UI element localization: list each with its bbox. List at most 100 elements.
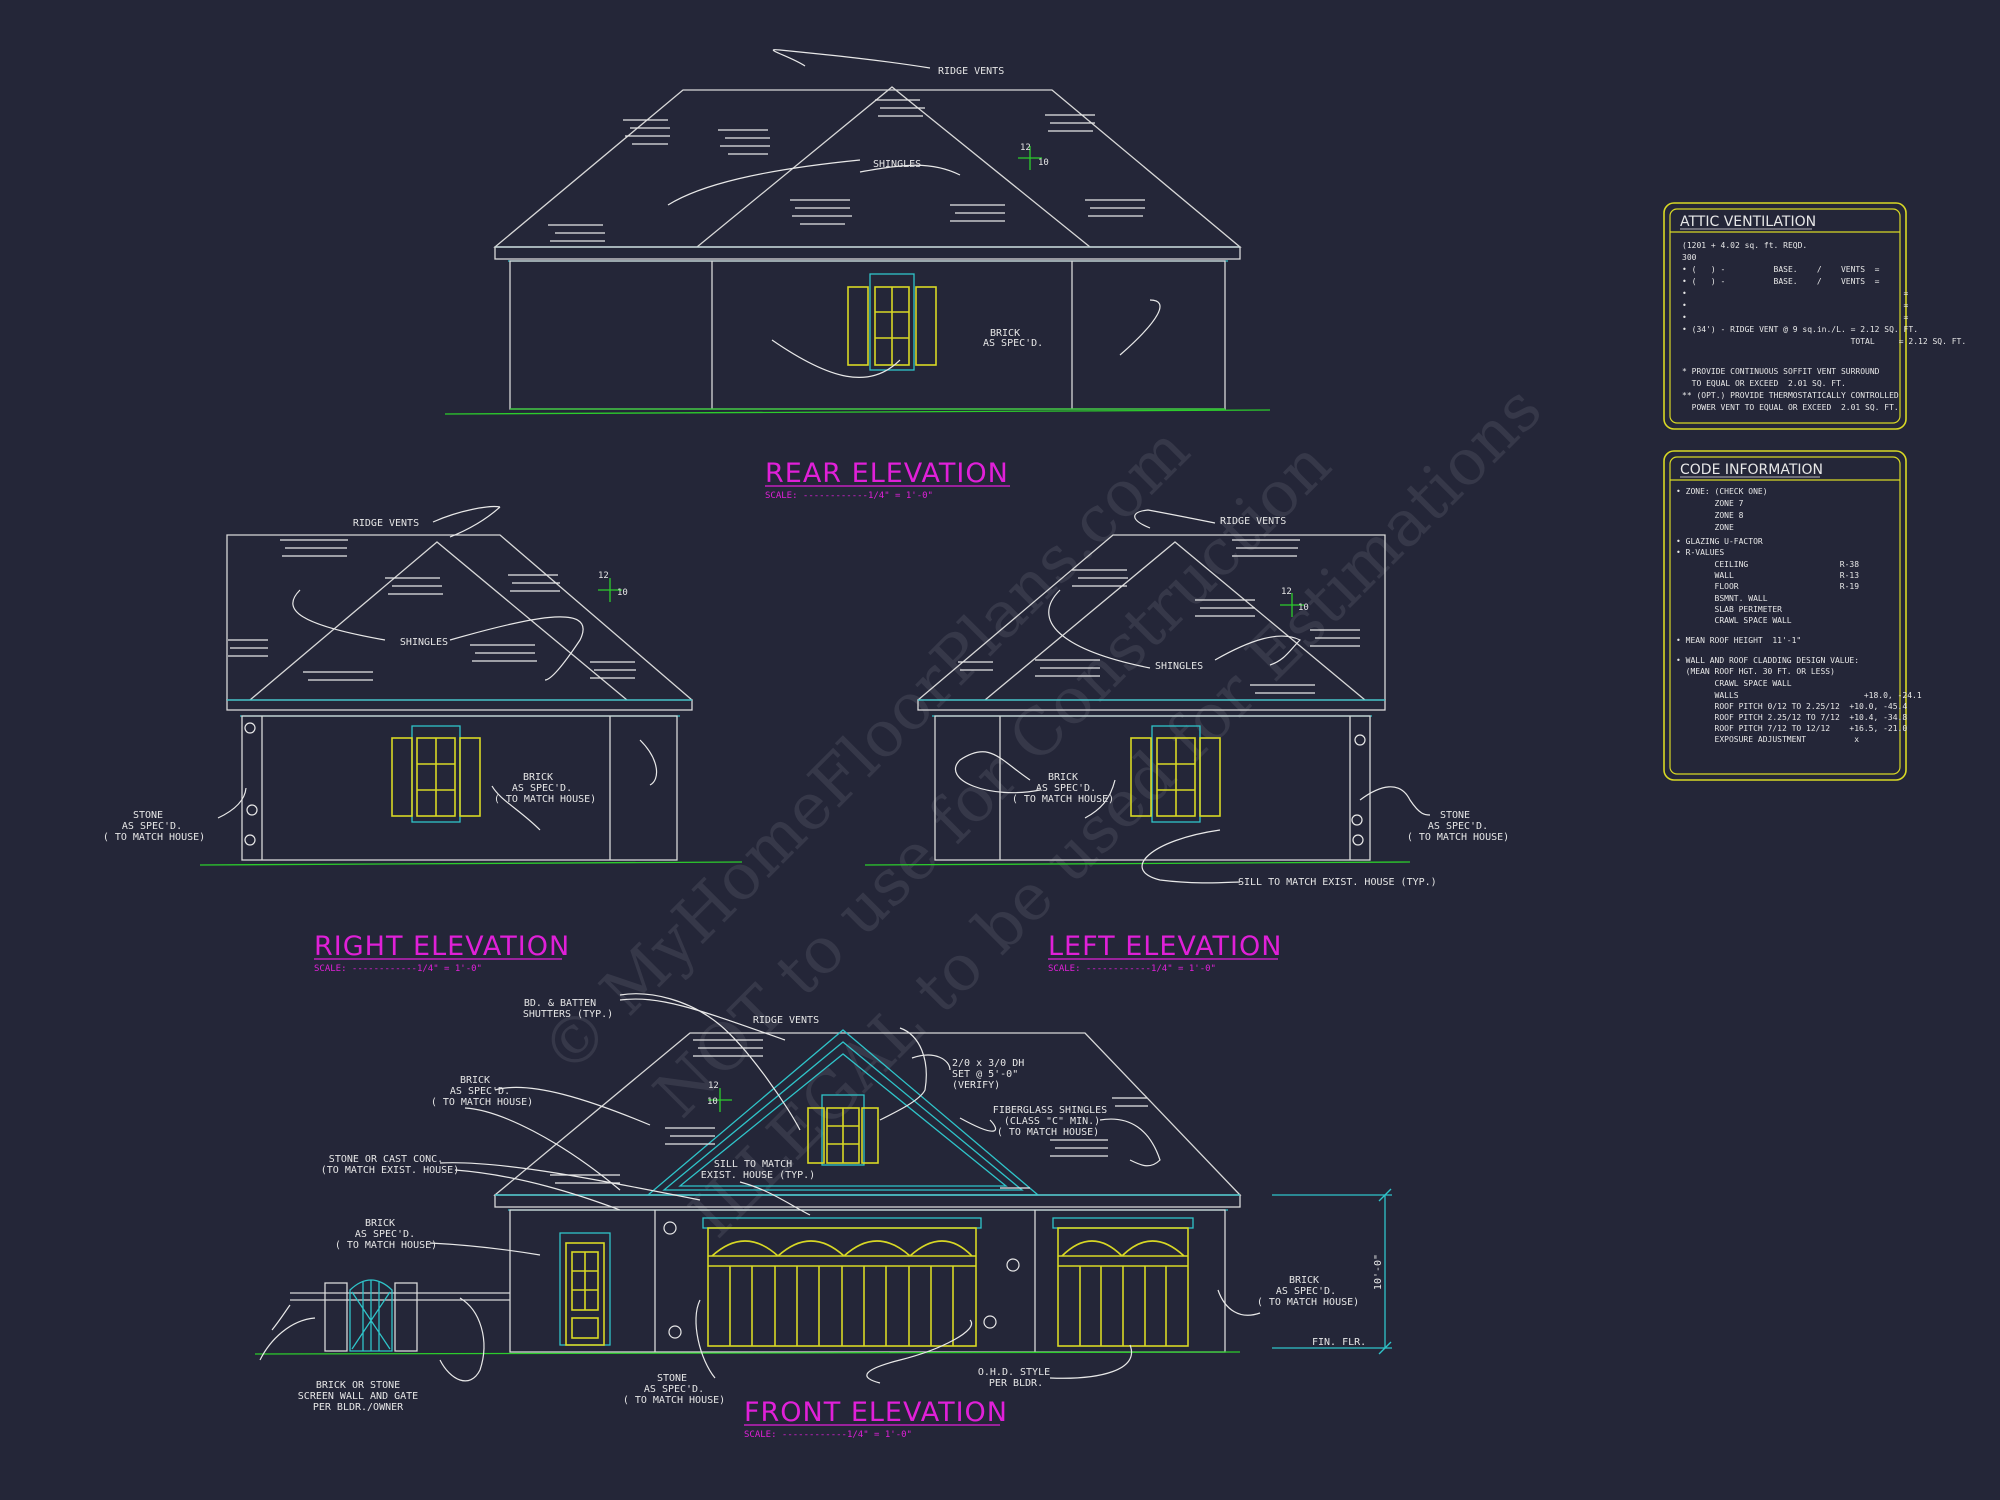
attic-line-10: * PROVIDE CONTINUOUS SOFFIT VENT SURROUN… xyxy=(1682,367,1880,376)
front-ridge-vents-label: RIDGE VENTS xyxy=(753,1015,819,1026)
front-stone-match: ( TO MATCH HOUSE) xyxy=(623,1395,725,1406)
front-wall xyxy=(509,1209,1226,1353)
front-stone-spec: AS SPEC'D. xyxy=(644,1384,704,1395)
attic-line-3: • ( ) - BASE. / VENTS = xyxy=(1682,277,1880,286)
gable-shutter-left xyxy=(807,1107,825,1164)
rear-ridge-vents-label: RIDGE VENTS xyxy=(938,66,1004,77)
front-fiberglass-label: FIBERGLASS SHINGLES xyxy=(993,1105,1107,1116)
left-sill-label: SILL TO MATCH EXIST. HOUSE (TYP.) xyxy=(1238,877,1437,888)
left-stone-spec: AS SPEC'D. xyxy=(1428,821,1488,832)
front-pitch-rise: 12 xyxy=(708,1081,719,1091)
front-door xyxy=(565,1242,605,1346)
attic-line-8: TOTAL = 2.12 SQ. FT. xyxy=(1682,337,1966,346)
front-stone-cast-label: STONE OR CAST CONC. xyxy=(329,1154,443,1165)
attic-line-4: • = xyxy=(1682,289,1909,298)
right-pitch-run: 10 xyxy=(617,588,628,598)
front-brick-a-match: ( TO MATCH HOUSE) xyxy=(431,1097,533,1108)
code-line-15: • WALL AND ROOF CLADDING DESIGN VALUE: xyxy=(1676,656,1859,665)
attic-line-12: ** (OPT.) PROVIDE THERMOSTATICALLY CONTR… xyxy=(1682,391,1899,400)
left-shutter-left xyxy=(1130,737,1152,817)
front-brick-b-label: BRICK xyxy=(365,1218,395,1229)
code-line-22: EXPOSURE ADJUSTMENT x xyxy=(1676,735,1859,744)
code-line-3: ZONE xyxy=(1676,523,1734,532)
rear-brick-spec-label: AS SPEC'D. xyxy=(983,338,1043,349)
code-line-13: • MEAN ROOF HEIGHT 11'-1" xyxy=(1676,636,1801,645)
front-fiberglass-class: (CLASS "C" MIN.) xyxy=(1004,1116,1100,1127)
code-information-box: CODE INFORMATION • ZONE: (CHECK ONE) ZON… xyxy=(1663,450,1922,781)
left-grade-line xyxy=(864,861,1411,866)
right-gable xyxy=(249,541,628,701)
front-elevation: RIDGE VENTS BD. & BATTEN SHUTTERS (TYP.)… xyxy=(254,993,1392,1440)
code-line-17: CRAWL SPACE WALL xyxy=(1676,679,1792,688)
attic-ventilation-title: ATTIC VENTILATION xyxy=(1680,214,1816,230)
left-elevation-scale: SCALE: ------------1/4" = 1'-0" xyxy=(1048,964,1216,974)
right-elevation: RIDGE VENTS SHINGLES BRICK AS SPEC'D. ( … xyxy=(103,505,743,974)
front-stone-label: STONE xyxy=(657,1373,687,1384)
code-information-title: CODE INFORMATION xyxy=(1680,462,1823,478)
rear-pitch-rise: 12 xyxy=(1020,143,1031,153)
right-wall xyxy=(241,715,678,861)
left-brick-spec: AS SPEC'D. xyxy=(1036,783,1096,794)
left-pitch-rise: 12 xyxy=(1281,587,1292,597)
right-shutter-right xyxy=(459,737,481,817)
code-line-20: ROOF PITCH 2.25/12 TO 7/12 +10.4, -34.8 xyxy=(1676,713,1907,722)
right-brick-spec: AS SPEC'D. xyxy=(512,783,572,794)
code-line-18: WALLS +18.0, -24.1 xyxy=(1676,691,1922,700)
front-pitch-run: 10 xyxy=(707,1097,718,1107)
rear-brick-label: BRICK xyxy=(990,328,1020,339)
left-elevation-title: LEFT ELEVATION xyxy=(1048,931,1282,962)
attic-line-11: TO EQUAL OR EXCEED 2.01 SQ. FT. xyxy=(1682,379,1846,388)
left-stone-match: ( TO MATCH HOUSE) xyxy=(1407,832,1509,843)
front-window-verify: (VERIFY) xyxy=(952,1080,1000,1091)
code-line-0: • ZONE: (CHECK ONE) xyxy=(1676,487,1768,496)
front-screen-label: BRICK OR STONE xyxy=(316,1380,400,1391)
left-brick-match: ( TO MATCH HOUSE) xyxy=(1012,794,1114,805)
rear-hip-roof xyxy=(493,89,1242,248)
right-grade-line xyxy=(199,861,743,866)
code-line-5: • R-VALUES xyxy=(1676,548,1724,557)
gable-shutter-right xyxy=(861,1107,879,1164)
right-brick-match: ( TO MATCH HOUSE) xyxy=(494,794,596,805)
watermark-line-1: © MyHomeFloorPlans.com xyxy=(528,413,1204,1089)
code-line-6: CEILING R-38 xyxy=(1676,560,1859,569)
code-line-19: ROOF PITCH 0/12 TO 2.25/12 +10.0, -45.4 xyxy=(1676,702,1907,711)
attic-line-1: 300 xyxy=(1682,253,1697,262)
front-window-set: SET @ 5'-0" xyxy=(952,1069,1018,1080)
attic-line-6: • = xyxy=(1682,313,1909,322)
front-screen-per: PER BLDR./OWNER xyxy=(313,1402,404,1413)
rear-shingles-label: SHINGLES xyxy=(873,159,921,170)
right-stone-match: ( TO MATCH HOUSE) xyxy=(103,832,205,843)
left-stone-label: STONE xyxy=(1440,810,1470,821)
code-line-16: (MEAN ROOF HGT. 30 FT. OR LESS) xyxy=(1676,667,1835,676)
right-roof xyxy=(226,534,693,701)
code-line-8: FLOOR R-19 xyxy=(1676,582,1859,591)
right-elevation-title: RIGHT ELEVATION xyxy=(314,931,570,962)
front-elevation-title: FRONT ELEVATION xyxy=(744,1397,1008,1428)
rear-elevation-title: REAR ELEVATION xyxy=(765,458,1009,489)
front-fin-floor-label: FIN. FLR. xyxy=(1312,1337,1366,1348)
right-elevation-scale: SCALE: ------------1/4" = 1'-0" xyxy=(314,964,482,974)
code-line-10: SLAB PERIMETER xyxy=(1676,605,1782,614)
code-line-1: ZONE 7 xyxy=(1676,499,1744,508)
front-shutters-typ: SHUTTERS (TYP.) xyxy=(523,1009,613,1020)
left-shingles-label: SHINGLES xyxy=(1155,661,1203,672)
rear-fascia xyxy=(494,246,1241,260)
right-ridge-vents-label: RIDGE VENTS xyxy=(353,518,419,529)
left-roof xyxy=(917,534,1386,701)
left-brick-label: BRICK xyxy=(1048,772,1078,783)
right-shingles-label: SHINGLES xyxy=(400,637,448,648)
left-elevation: RIDGE VENTS SHINGLES BRICK AS SPEC'D. ( … xyxy=(864,509,1509,974)
rear-elevation-scale: SCALE: ------------1/4" = 1'-0" xyxy=(765,491,933,501)
front-elevation-scale: SCALE: ------------1/4" = 1'-0" xyxy=(744,1430,912,1440)
front-stone-cast-match: (TO MATCH EXIST. HOUSE) xyxy=(321,1165,459,1176)
front-brick-a-label: BRICK xyxy=(460,1075,490,1086)
attic-ventilation-box: ATTIC VENTILATION (1201 + 4.02 sq. ft. R… xyxy=(1663,202,1966,430)
rear-elevation: RIDGE VENTS SHINGLES BRICK AS SPEC'D. 12… xyxy=(444,49,1271,501)
front-window-size: 2/0 x 3/0 DH xyxy=(952,1058,1024,1069)
front-ohd-per: PER BLDR. xyxy=(989,1378,1043,1389)
front-brick-b-spec: AS SPEC'D. xyxy=(355,1229,415,1240)
left-gable xyxy=(984,541,1366,701)
screen-gate xyxy=(349,1279,393,1352)
left-shutter-right xyxy=(1199,737,1221,817)
